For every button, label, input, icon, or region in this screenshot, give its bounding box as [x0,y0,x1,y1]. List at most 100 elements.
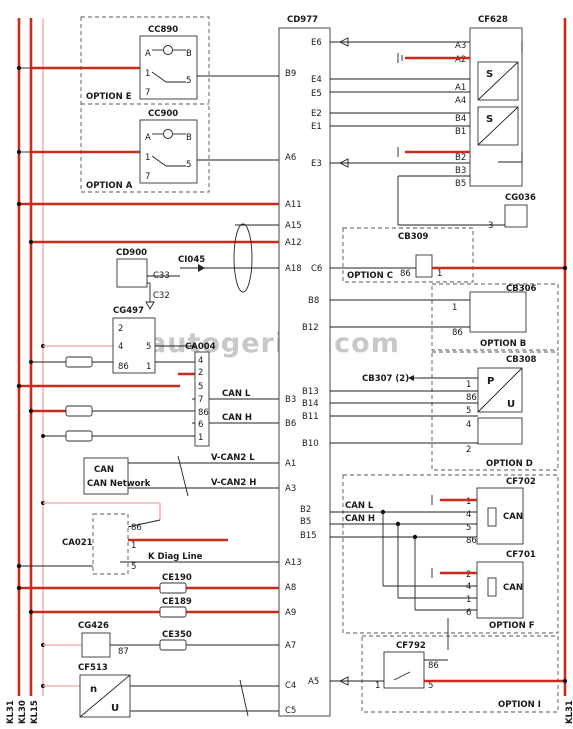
svg-text:n: n [90,684,97,695]
svg-text:4: 4 [466,582,471,592]
svg-text:86: 86 [131,523,142,533]
cg036-body [504,204,528,228]
option-b-label: OPTION B [480,339,526,349]
rail-label-1: KL31 [6,700,16,724]
inline-fuses-left: CE190 CE189 CE350 CI045 [65,255,205,651]
svg-text:1: 1 [145,69,150,79]
cg497-label: CG497 [113,306,144,316]
cd900-sensor [116,258,148,288]
svg-text:5: 5 [186,160,191,170]
svg-text:2: 2 [118,324,123,334]
pin-b14: B14 [302,399,319,409]
svg-text:2: 2 [466,570,471,580]
pin-c4: C4 [285,681,296,691]
option-c-group: CB309 86 1 OPTION C [330,227,568,283]
svg-text:86: 86 [400,269,411,279]
svg-text:B5: B5 [455,179,466,189]
pin-a5: A5 [308,677,319,687]
pin-e5: E5 [311,89,322,99]
svg-text:86: 86 [466,536,477,546]
pin-e1: E1 [311,122,322,132]
left-wires [16,65,279,717]
pin-a15: A15 [285,221,302,231]
pin-a6: A6 [285,153,296,163]
svg-text:6: 6 [198,420,203,430]
cc900-label: CC900 [148,109,178,119]
cg036-label: CG036 [505,193,536,203]
can-network-label: CAN Network [87,479,151,489]
cf792-label: CF792 [396,641,426,651]
option-d-group: CB308 P U 1 86 5 4 2 OPTION D CB307 (2) [330,351,559,471]
ca004-label: CA004 [185,342,216,352]
ecu-right-pins: E6 E4 E5 E2 E1 E3 C6 B8 B12 B13 B14 B11 … [300,38,322,687]
svg-text:B1: B1 [455,127,466,137]
svg-text:1: 1 [452,303,457,313]
cb308-label: CB308 [506,355,537,365]
option-i-group: CF792 86 1 5 OPTION I [330,635,568,713]
svg-text:87: 87 [118,647,129,657]
cb307-ref-label: CB307 (2) [362,374,409,384]
svg-text:A4: A4 [455,96,466,106]
svg-text:5: 5 [186,76,191,86]
svg-text:S: S [486,69,493,80]
pin-c6: C6 [311,264,322,274]
svg-text:A2: A2 [455,55,466,65]
pin-e6: E6 [311,38,322,48]
svg-text:1: 1 [131,541,136,551]
cc890-label: CC890 [148,25,178,35]
power-rails: KL31 KL30 KL15 KL31 [6,18,573,724]
relay-cc890 [139,35,198,100]
cg426-label: CG426 [78,621,109,631]
svg-text:7: 7 [145,88,150,98]
svg-text:B: B [186,49,192,59]
lower-left-group: CAN CAN Network V-CAN2 L V-CAN2 H CA021 … [62,453,256,718]
pin-e3: E3 [311,159,322,169]
option-i-label: OPTION I [498,700,541,710]
svg-text:P: P [487,376,494,387]
svg-text:A1: A1 [455,83,466,93]
option-e-label: OPTION E [86,92,132,102]
svg-text:6: 6 [466,608,471,618]
svg-text:86: 86 [452,328,463,338]
cf513-label: CF513 [78,663,108,673]
pin-b15: B15 [300,531,317,541]
cb309-label: CB309 [398,232,429,242]
cf628-module: CF628 S S A3 A2 A1 A4 B4 B1 B2 B3 B5 [455,15,523,189]
svg-text:CAN: CAN [94,465,114,475]
can-l-wire-label: CAN L [222,389,251,399]
option-d-label: OPTION D [486,459,533,469]
svg-text:1: 1 [145,153,150,163]
ce190-label: CE190 [162,573,192,583]
svg-text:B3: B3 [455,166,466,176]
pin-e2: E2 [311,109,322,119]
pin-a13: A13 [285,558,302,568]
svg-text:A: A [145,49,151,59]
vcan2-l-label: V-CAN2 L [211,453,255,463]
pin-a18: A18 [285,264,302,274]
can-h-f-label: CAN H [345,514,375,524]
pin-a1: A1 [285,459,296,469]
watermark: autogeriko.com [148,328,400,359]
cf701-label: CF701 [506,550,536,560]
can-l-f-label: CAN L [345,501,374,511]
option-f-group: CF702 CAN 1 4 5 86 CF701 CAN 2 4 1 6 OPT… [330,474,559,650]
svg-text:1: 1 [466,595,471,605]
svg-text:5: 5 [466,523,471,533]
svg-text:2: 2 [466,445,471,455]
pin-b12: B12 [302,323,319,333]
pin-a11: A11 [285,200,302,210]
svg-text:5: 5 [198,382,203,392]
pin-e4: E4 [311,75,322,85]
svg-text:86: 86 [198,408,209,418]
ecu-label: CD977 [287,15,318,25]
svg-text:5: 5 [131,562,136,572]
right-wires-top [330,37,523,226]
ce189-label: CE189 [162,597,192,607]
option-c-label: OPTION C [347,271,393,281]
rail-label-3: KL15 [30,700,40,724]
ci045-label: CI045 [178,255,205,265]
svg-text:1: 1 [146,362,151,372]
svg-text:U: U [111,703,119,714]
svg-text:86: 86 [466,393,477,403]
